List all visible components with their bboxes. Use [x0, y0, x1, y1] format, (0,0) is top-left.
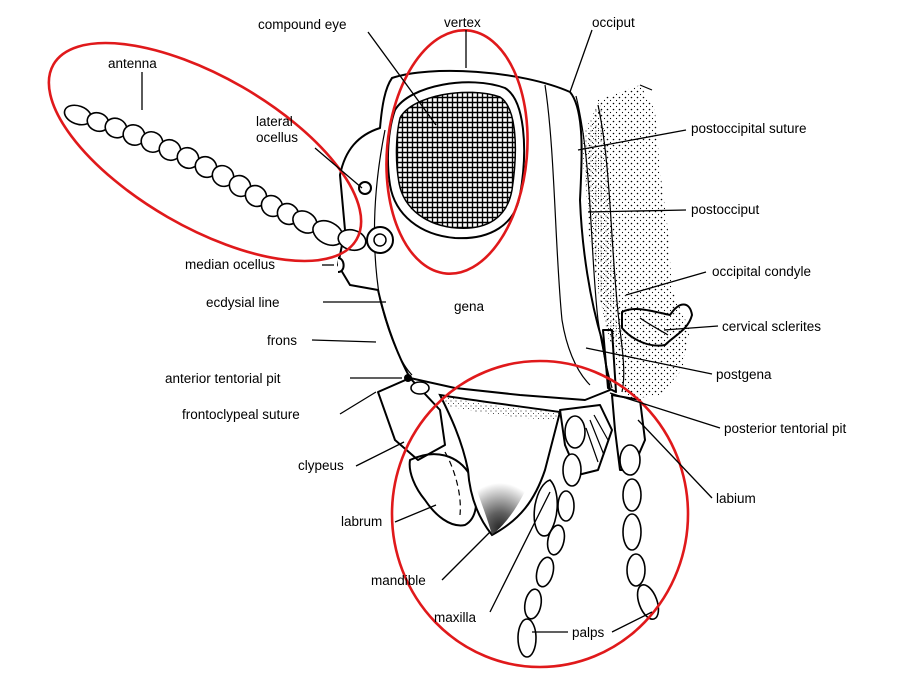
- label-compound-eye: compound eye: [258, 17, 347, 32]
- label-median-ocellus: median ocellus: [185, 257, 275, 272]
- mouthparts-highlight: [390, 359, 690, 669]
- postocciput-region: [580, 100, 624, 350]
- label-lateral-ocellus-2: ocellus: [256, 130, 298, 145]
- label-clypeus: clypeus: [298, 458, 344, 473]
- compound-eye-highlight: [385, 29, 529, 275]
- label-ecdysial-line: ecdysial line: [206, 295, 280, 310]
- label-gena: gena: [454, 299, 485, 314]
- labial-palp: [619, 444, 660, 620]
- label-occipital-condyle: occipital condyle: [712, 264, 811, 279]
- labrum: [408, 453, 478, 527]
- labels: compound eye vertex occiput antenna late…: [108, 15, 847, 640]
- label-labrum: labrum: [341, 514, 382, 529]
- label-anterior-tentorial-pit: anterior tentorial pit: [165, 371, 281, 386]
- label-mandible: mandible: [371, 573, 426, 588]
- label-postgena: postgena: [716, 367, 772, 382]
- label-postocciput: postocciput: [691, 202, 760, 217]
- label-frontoclypeal-suture: frontoclypeal suture: [182, 407, 300, 422]
- label-lateral-ocellus-1: lateral: [256, 114, 293, 129]
- label-posterior-tentorial-pit: posterior tentorial pit: [724, 421, 847, 436]
- anterior-tentorial-pit: [404, 374, 412, 382]
- cervical-sclerite: [621, 303, 693, 347]
- label-labium: labium: [716, 491, 756, 506]
- mandible: [438, 393, 562, 537]
- median-ocellus: [337, 257, 345, 273]
- label-antenna: antenna: [108, 56, 157, 71]
- antenna-segments: [63, 104, 367, 252]
- label-palps: palps: [572, 625, 605, 640]
- galea: [533, 479, 559, 537]
- label-frons: frons: [267, 333, 297, 348]
- label-cervical-sclerites: cervical sclerites: [722, 319, 821, 334]
- label-maxilla: maxilla: [434, 610, 477, 625]
- compound-eye: [395, 91, 517, 229]
- label-occiput: occiput: [592, 15, 635, 30]
- head-capsule: [337, 69, 611, 401]
- label-postoccipital-suture: postoccipital suture: [691, 121, 807, 136]
- maxilla-base: [559, 404, 613, 476]
- label-vertex: vertex: [444, 15, 481, 30]
- leader-lines: [141, 29, 721, 633]
- lateral-ocellus: [358, 181, 372, 195]
- antenna-highlight: [47, 41, 363, 263]
